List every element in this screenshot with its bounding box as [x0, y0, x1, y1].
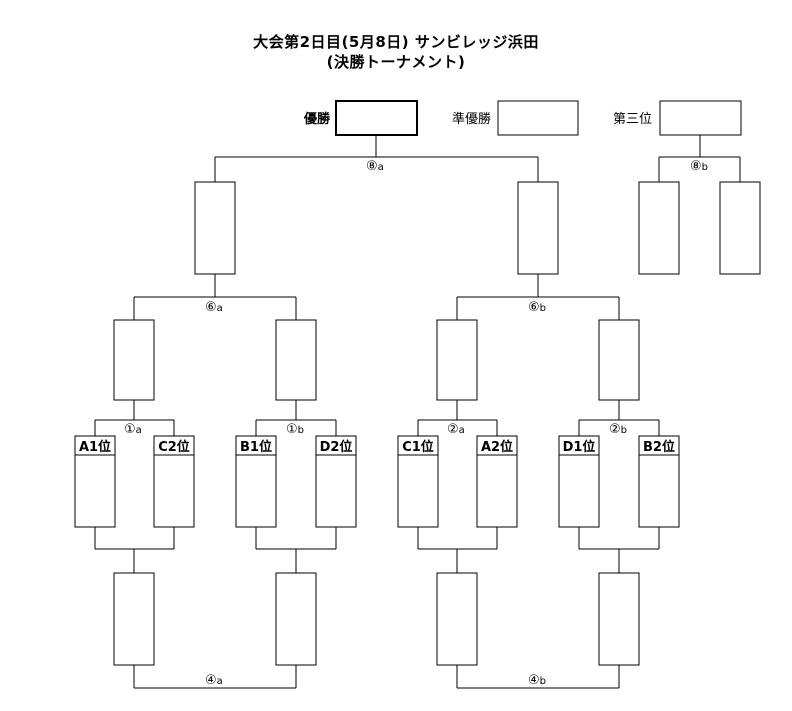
lower-slot-4	[598, 572, 640, 666]
match-label-8a: ⑧a	[366, 159, 384, 174]
team-box-c1	[397, 435, 439, 528]
match-label-1a: ①a	[124, 422, 142, 437]
semi-slot-4	[598, 319, 640, 401]
third-slot-right	[719, 181, 761, 275]
lower-slot-2	[275, 572, 317, 666]
bracket-lines	[94, 135, 741, 689]
final-slot-left	[194, 181, 236, 275]
team-box-d1	[558, 435, 600, 528]
team-label-d2: D2位	[320, 439, 353, 455]
lower-slot-3	[436, 572, 478, 666]
match-label-2a: ②a	[447, 422, 465, 437]
team-box-a1	[74, 435, 116, 528]
team-label-a2: A2位	[481, 439, 513, 455]
team-label-b2: B2位	[643, 439, 675, 455]
bracket-subtitle: (決勝トーナメント)	[326, 53, 466, 71]
third-place-box	[659, 100, 742, 136]
team-label-d1: D1位	[563, 439, 596, 455]
third-place-label: 第三位	[613, 112, 652, 127]
semi-slot-1	[113, 319, 155, 401]
team-label-a1: A1位	[79, 439, 111, 455]
match-label-4b: ④b	[528, 673, 546, 688]
team-label-c2: C2位	[158, 439, 190, 455]
match-label-6b: ⑥b	[528, 300, 546, 315]
match-label-1b: ①b	[286, 422, 304, 437]
semi-slot-2	[275, 319, 317, 401]
lower-slot-1	[113, 572, 155, 666]
third-slot-left	[638, 181, 680, 275]
team-box-b1	[235, 435, 277, 528]
team-box-d2	[315, 435, 357, 528]
team-box-c2	[153, 435, 195, 528]
final-slot-right	[517, 181, 559, 275]
winner-box	[335, 100, 418, 136]
runner-up-label: 準優勝	[452, 111, 491, 127]
team-box-b2	[638, 435, 680, 528]
team-box-a2	[476, 435, 518, 528]
bracket-title: 大会第2日目(5月8日) サンビレッジ浜田	[253, 33, 539, 51]
team-label-b1: B1位	[240, 439, 272, 455]
runner-up-box	[497, 100, 579, 136]
winner-label: 優勝	[303, 111, 331, 127]
match-label-6a: ⑥a	[205, 300, 223, 315]
match-label-8b: ⑧b	[690, 159, 708, 174]
semi-slot-3	[436, 319, 478, 401]
team-label-c1: C1位	[402, 439, 434, 455]
match-label-2b: ②b	[609, 422, 627, 437]
match-label-4a: ④a	[205, 673, 223, 688]
